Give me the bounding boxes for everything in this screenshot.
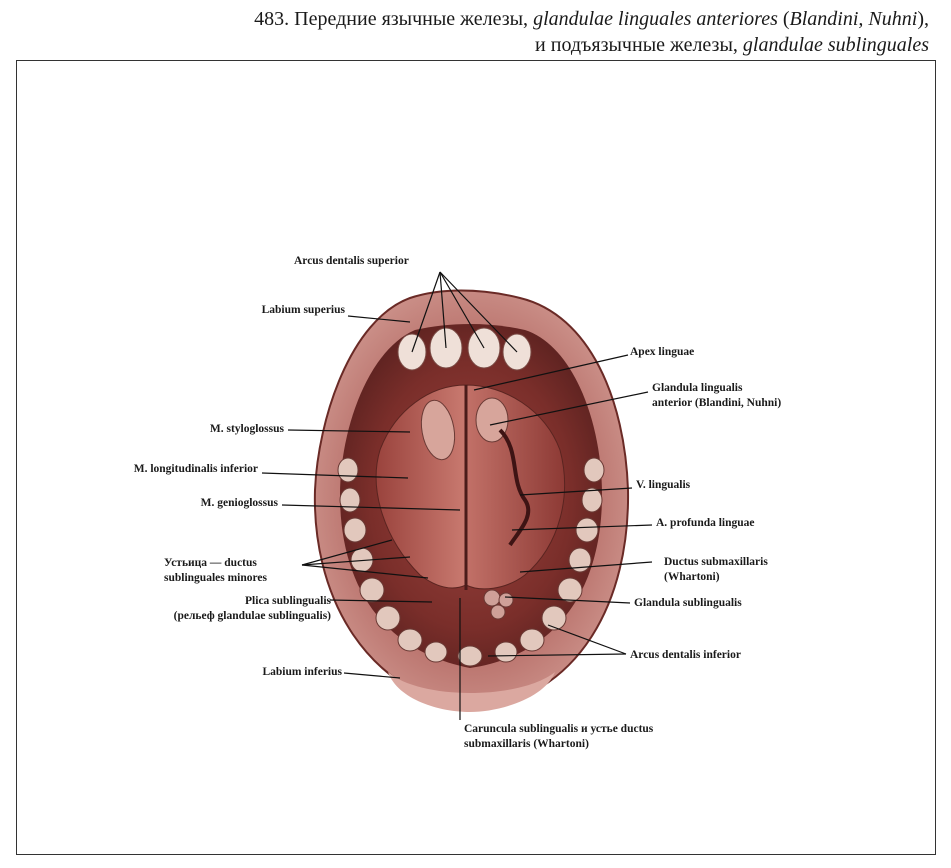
- title-latin-2: glandulae sublinguales: [742, 34, 929, 56]
- title-text-1: 483. Передние язычные железы,: [254, 8, 534, 30]
- label-ductus-submaxillaris-line-2: (Whartoni): [664, 571, 720, 583]
- label-caruncula-line-1: Caruncula sublingualis и устье ductus: [464, 723, 654, 735]
- label-glandula-lingualis-anterior: Glandula lingualis anterior (Blandini, N…: [652, 381, 781, 411]
- label-arcus-dentalis-inferior: Arcus dentalis inferior: [630, 649, 741, 661]
- title-paren-close: ),: [917, 8, 929, 30]
- title-authors: Blandini, Nuhni: [789, 8, 918, 30]
- lower-teeth-right: [457, 457, 605, 667]
- label-ductus-submaxillaris: Ductus submaxillaris (Whartoni): [664, 555, 768, 585]
- label-plica-sublingualis: Plica sublingualis (рельеф glandulae sub…: [174, 594, 331, 624]
- leader-lines: [261, 271, 653, 720]
- label-a-profunda-linguae: A. profunda linguae: [656, 517, 755, 529]
- anterior-gland-left: [420, 399, 456, 461]
- label-plica-sublingualis-line-2: (рельеф glandulae sublingualis): [173, 610, 331, 622]
- figure-frame: [16, 60, 936, 855]
- label-labium-inferius: Labium inferius: [262, 666, 342, 678]
- label-arcus-dentalis-superior: Arcus dentalis superior: [294, 255, 409, 267]
- label-glandula-lingualis-line-1: Glandula lingualis: [652, 382, 743, 394]
- label-m-longitudinalis-inferior: M. longitudinalis inferior: [133, 463, 258, 475]
- label-ustya-line-1: Устьица — ductus: [164, 557, 257, 569]
- label-apex-linguae: Apex linguae: [630, 346, 695, 358]
- title-line-1: 483. Передние язычные железы, glandulae …: [254, 6, 929, 32]
- title-line-2: и подъязычные железы, glandulae sublingu…: [254, 32, 929, 58]
- lower-lip: [388, 672, 555, 712]
- title-paren-open: (: [777, 8, 790, 30]
- label-labium-superius: Labium superius: [261, 304, 345, 316]
- title-latin-1: glandulae linguales anteriores: [533, 8, 778, 30]
- label-caruncula-line-2: submaxillaris (Whartoni): [464, 738, 589, 750]
- label-glandula-lingualis-line-2: anterior (Blandini, Nuhni): [652, 397, 782, 409]
- label-v-lingualis: V. lingualis: [636, 479, 691, 491]
- label-ductus-submaxillaris-line-1: Ductus submaxillaris: [664, 556, 768, 568]
- title-text-2: и подъязычные железы,: [535, 34, 743, 56]
- label-ustya-line-2: sublinguales minores: [164, 572, 267, 584]
- label-ustya-ductus-sublinguales: Устьица — ductus sublinguales minores: [164, 556, 267, 586]
- label-plica-sublingualis-line-1: Plica sublingualis: [245, 595, 331, 607]
- figure-title: 483. Передние язычные железы, glandulae …: [254, 6, 929, 58]
- label-glandula-sublingualis: Glandula sublingualis: [634, 597, 742, 609]
- label-m-styloglossus: M. styloglossus: [209, 423, 284, 435]
- label-m-genioglossus: M. genioglossus: [200, 497, 278, 509]
- label-caruncula-sublingualis: Caruncula sublingualis и устье ductus su…: [464, 722, 653, 752]
- sublingual-gland: [483, 589, 514, 620]
